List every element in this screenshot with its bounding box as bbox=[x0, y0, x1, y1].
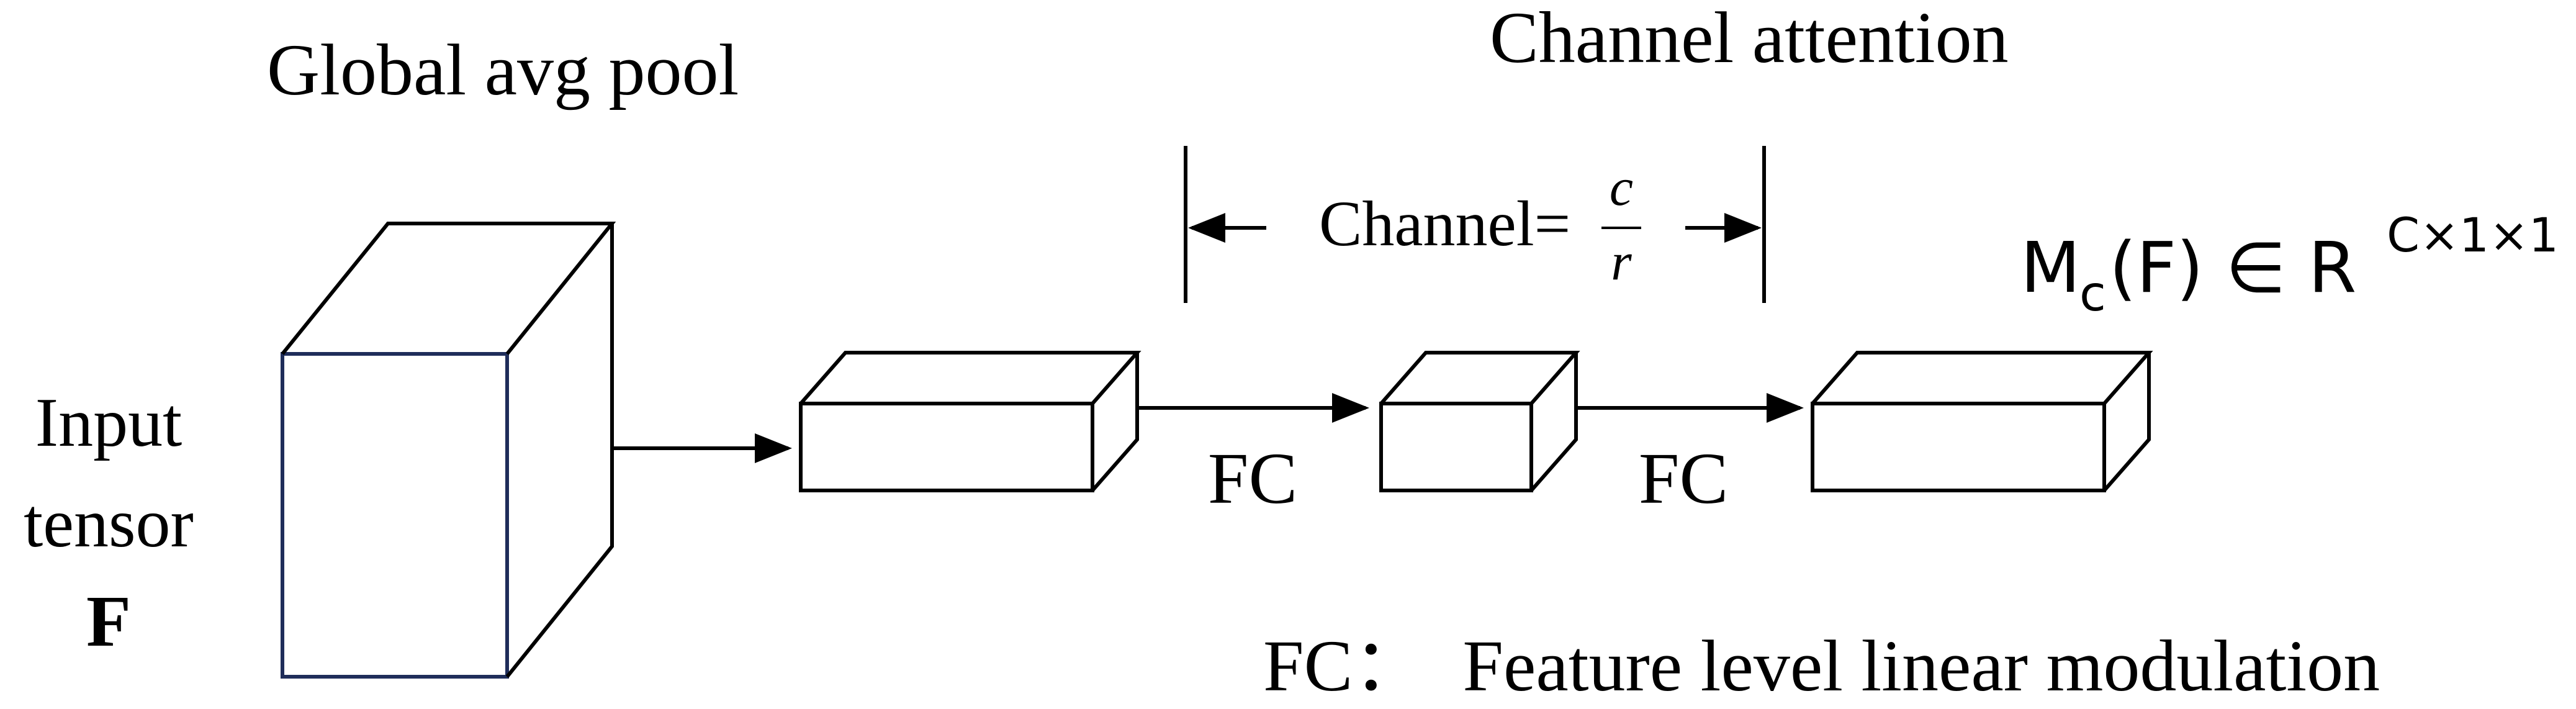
output-formula: M c (F) ∈ R C×1×1 bbox=[2020, 207, 2559, 322]
pooled-cuboid bbox=[799, 351, 1142, 492]
output-cuboid bbox=[1811, 351, 2153, 492]
output-formula-main: M bbox=[2020, 228, 2081, 309]
pooled-cuboid-front-face bbox=[799, 402, 1094, 492]
output-formula-superscript: C×1×1 bbox=[2387, 207, 2559, 263]
fc-label-2: FC bbox=[1639, 438, 1728, 519]
channel-ratio-numerator: c bbox=[1610, 157, 1633, 217]
output-formula-rest: (F) ∈ R bbox=[2109, 228, 2356, 309]
channel-ratio-denominator: r bbox=[1611, 232, 1632, 291]
channel-dimension-bracket bbox=[1184, 146, 1766, 303]
input-label-line2: tensor bbox=[24, 485, 194, 562]
output-cuboid-front-face bbox=[1811, 402, 2106, 492]
pooled-cuboid-top-face bbox=[799, 351, 1142, 405]
input-cube-side-face bbox=[505, 224, 614, 678]
fc-label-1: FC bbox=[1208, 438, 1297, 519]
reduced-cuboid bbox=[1379, 351, 1580, 492]
reduced-cuboid-front-face bbox=[1379, 402, 1533, 492]
output-formula-subscript: c bbox=[2079, 266, 2106, 322]
pooled-cuboid-side-face bbox=[1091, 353, 1139, 492]
fc-legend: FC： Feature level linear modulation bbox=[1263, 625, 2380, 707]
input-label-line1: Input bbox=[35, 384, 182, 461]
output-cuboid-side-face bbox=[2102, 353, 2151, 492]
reduced-cuboid-side-face bbox=[1529, 353, 1578, 492]
input-label-symbol: F bbox=[86, 580, 131, 662]
reduced-cuboid-top-face bbox=[1379, 351, 1580, 405]
output-cuboid-top-face bbox=[1811, 351, 2153, 405]
input-cube-front-face bbox=[281, 352, 509, 679]
global-avg-pool-label: Global avg pool bbox=[267, 29, 739, 111]
channel-ratio-prefix: Channel= bbox=[1319, 188, 1570, 260]
input-tensor-cube bbox=[281, 222, 616, 679]
input-cube-top-face bbox=[281, 222, 616, 355]
channel-attention-label: Channel attention bbox=[1490, 0, 2009, 78]
